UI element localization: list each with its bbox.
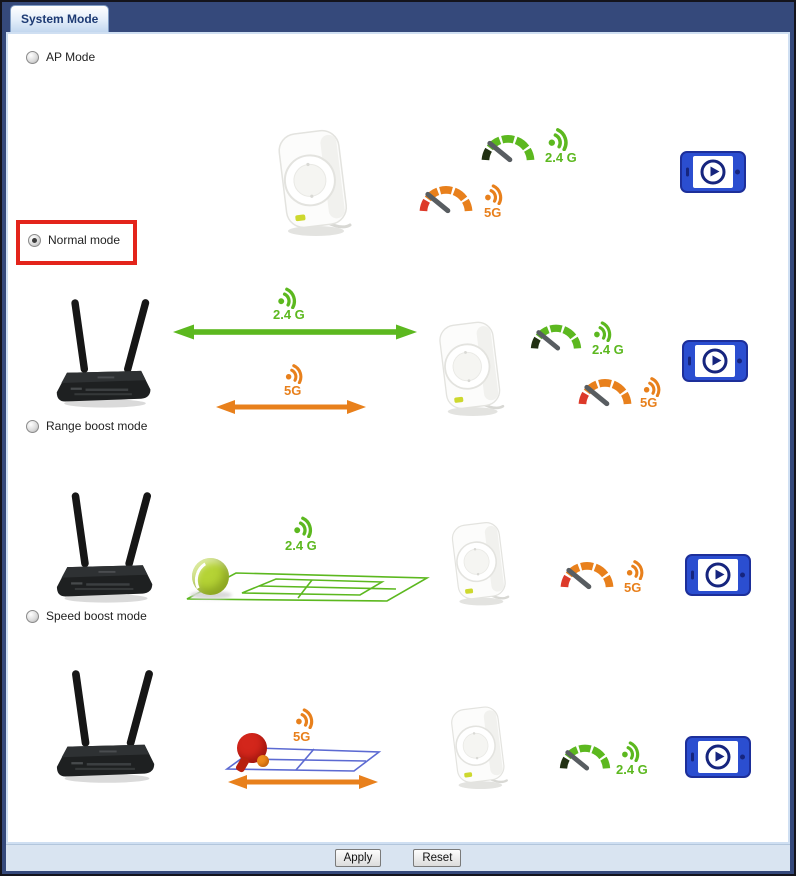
phone-speaker: [686, 167, 689, 177]
band-label-24g: 2.4 G: [273, 307, 305, 322]
wifi-signal-green-icon: [589, 315, 616, 342]
phone-speaker: [688, 356, 691, 366]
play-icon: [705, 562, 731, 588]
router-device: [54, 486, 158, 604]
phone-speaker: [691, 570, 694, 580]
phone-home-button: [740, 572, 745, 578]
band-label-5g: 5G: [484, 205, 502, 220]
range-arrow-5g: [216, 400, 366, 414]
band-label-5g: 5G: [624, 580, 642, 595]
tab-bar: System Mode: [2, 2, 794, 32]
range-arrow-24g: [173, 324, 417, 340]
wifi-signal-green-icon: [289, 510, 317, 538]
wifi-extender-device: [266, 126, 360, 238]
router-device: [54, 662, 160, 786]
speed-gauge-orange-icon: [576, 371, 634, 411]
tab-system-mode[interactable]: System Mode: [10, 5, 110, 32]
wifi-extender-device: [443, 519, 515, 607]
wifi-signal-green-icon: [273, 281, 301, 309]
range-arrow-5g: [228, 775, 378, 789]
wifi-signal-orange-icon: [291, 702, 318, 729]
router-device: [54, 290, 156, 412]
band-label-5g: 5G: [293, 729, 311, 744]
radio-ap-mode[interactable]: AP Mode: [26, 50, 95, 64]
selected-mode-highlight: [16, 220, 137, 265]
wifi-signal-orange-icon: [480, 178, 507, 205]
radio-label: AP Mode: [46, 50, 96, 64]
radio-button-icon[interactable]: [26, 419, 39, 433]
band-label-5g: 5G: [640, 395, 658, 410]
speed-gauge-orange-icon: [558, 554, 616, 594]
phone-speaker: [691, 752, 694, 762]
apply-button[interactable]: Apply: [334, 849, 382, 867]
radio-label: Normal mode: [48, 233, 121, 247]
speed-gauge-green-icon: [557, 737, 613, 775]
radio-speed-boost-mode[interactable]: Speed boost mode: [26, 609, 147, 623]
smartphone: [685, 736, 751, 778]
radio-label: Range boost mode: [46, 419, 148, 433]
wifi-signal-orange-icon: [281, 358, 307, 384]
band-label-24g: 2.4 G: [616, 762, 648, 777]
band-label-24g: 2.4 G: [545, 150, 577, 165]
radio-button-icon[interactable]: [28, 233, 41, 247]
smartphone: [680, 151, 746, 193]
smartphone: [685, 554, 751, 596]
speed-gauge-green-icon: [479, 127, 537, 167]
tennis-ball: [192, 558, 229, 595]
tab-label: System Mode: [21, 12, 99, 26]
phone-home-button: [737, 358, 742, 364]
radio-button-icon[interactable]: [26, 50, 39, 64]
wifi-extender-device: [443, 703, 513, 791]
speed-gauge-orange-icon: [417, 178, 475, 218]
speed-gauge-green-icon: [528, 317, 584, 355]
radio-range-boost-mode[interactable]: Range boost mode: [26, 419, 147, 433]
band-label-24g: 2.4 G: [285, 538, 317, 553]
reset-button[interactable]: Reset: [413, 849, 462, 867]
phone-home-button: [740, 754, 745, 760]
smartphone: [682, 340, 748, 382]
band-label-24g: 2.4 G: [592, 342, 624, 357]
wifi-signal-green-icon: [543, 121, 573, 151]
paddle-handle: [234, 755, 251, 774]
wifi-signal-orange-icon: [639, 371, 665, 397]
radio-button-icon[interactable]: [26, 609, 39, 623]
pingpong-ball: [257, 755, 269, 767]
radio-label: Speed boost mode: [46, 609, 147, 623]
play-icon: [702, 348, 728, 374]
wifi-signal-orange-icon: [622, 554, 648, 580]
wifi-signal-green-icon: [617, 735, 644, 762]
wifi-extender-device: [430, 314, 510, 422]
phone-home-button: [735, 169, 740, 175]
radio-normal-mode[interactable]: Normal mode: [28, 233, 120, 247]
play-icon: [700, 159, 726, 185]
play-icon: [705, 744, 731, 770]
band-label-5g: 5G: [284, 383, 302, 398]
footer-bar: Apply Reset: [6, 844, 790, 871]
pingpong-paddle: [234, 733, 271, 774]
